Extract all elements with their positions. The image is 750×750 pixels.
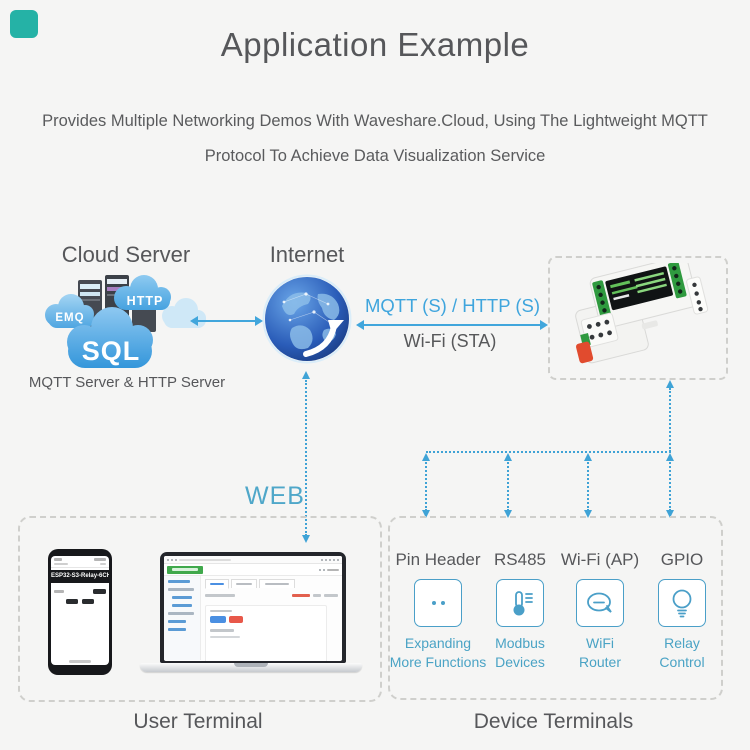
arrow-up-icon: [421, 453, 430, 461]
terminal-caption: WiFi: [586, 635, 614, 651]
user-terminal-label: User Terminal: [133, 710, 263, 733]
subtitle-line-2: Protocol To Achieve Data Visualization S…: [204, 147, 546, 165]
subtitle-line-1: Provides Multiple Networking Demos With …: [42, 112, 708, 130]
terminal-caption: Modbus: [495, 635, 545, 651]
terminal-caption: Relay: [664, 635, 700, 651]
pin-header-icon: [414, 579, 462, 627]
cloud-server-label: Cloud Server: [61, 242, 191, 267]
thermometer-icon: [496, 579, 544, 627]
emq-cloud-text: EMQ: [55, 312, 84, 324]
terminal-caption: Router: [578, 654, 622, 670]
terminal-label: Pin Header: [395, 550, 481, 569]
arrow-down-icon: [503, 510, 512, 518]
mqtt-http-label: MQTT (S) / HTTP (S): [364, 295, 541, 316]
laptop: [140, 552, 362, 679]
terminal-label: RS485: [494, 550, 546, 569]
device-photo-box: [548, 256, 728, 380]
web-app-sidebar: [164, 576, 201, 660]
internet-globe-icon: [262, 274, 352, 364]
laptop-base: [140, 663, 362, 672]
arrow-down-icon: [583, 510, 592, 518]
arrow-up-icon: [665, 380, 674, 388]
web-app-blue-button: [210, 616, 226, 623]
terminal-caption: More Functions: [389, 654, 487, 670]
drop-line-1: [425, 459, 427, 511]
cloud-internet-arrow: [197, 320, 257, 322]
drop-line-4: [669, 459, 671, 511]
arrow-up-icon: [665, 453, 674, 461]
phone-screen: ESP32-S3-Relay-6CH: [51, 556, 109, 665]
terminal-col-wifi-ap: Wi-Fi (AP) WiFi Router: [550, 550, 650, 672]
brand-corner-mark: [10, 10, 38, 38]
device-terminals-label: Device Terminals: [473, 710, 634, 733]
terminal-col-pin-header: Pin Header Expanding More Functions: [388, 550, 488, 672]
light-bulb-icon: [658, 579, 706, 627]
terminal-col-rs485: RS485 Modbus Devices: [470, 550, 570, 672]
smartphone: ESP32-S3-Relay-6CH: [48, 549, 112, 675]
user-terminal-box: [18, 516, 382, 702]
http-cloud-icon: [114, 275, 171, 310]
internet-device-arrow: [363, 324, 541, 326]
drop-line-2: [507, 459, 509, 511]
web-link-line: [305, 380, 307, 536]
browser-chrome: [164, 556, 342, 564]
arrow-right-icon: [540, 320, 548, 330]
arrow-down-icon: [301, 535, 310, 543]
web-app-content: [201, 576, 342, 661]
arrow-left-icon: [190, 316, 198, 326]
sql-cloud-text: SQL: [82, 336, 141, 366]
terminal-label: Wi-Fi (AP): [560, 550, 640, 569]
page-title: Application Example: [220, 26, 530, 63]
http-cloud-text: HTTP: [127, 294, 164, 308]
arrow-up-icon: [583, 453, 592, 461]
cloud-server-caption: MQTT Server & HTTP Server: [28, 374, 226, 391]
arrow-left-icon: [356, 320, 364, 330]
web-label: WEB: [245, 482, 305, 510]
wifi-sta-label: Wi-Fi (STA): [403, 331, 497, 351]
waveshare-cloud-logo: [167, 565, 203, 574]
phone-button: [82, 599, 94, 604]
terminal-caption: Devices: [495, 654, 545, 670]
web-app-red-button: [229, 616, 243, 623]
arrow-right-icon: [255, 316, 263, 326]
web-app-header: [164, 564, 342, 576]
phone-button: [66, 599, 78, 604]
emq-cloud-icon: [45, 294, 94, 328]
laptop-screen: [164, 556, 342, 661]
arrow-down-icon: [665, 510, 674, 518]
drop-line-3: [587, 459, 589, 511]
sql-cloud-icon: [67, 307, 153, 368]
cloud-server-icon: HTTP EMQ SQL: [45, 275, 206, 368]
chat-bubble-icon: [576, 579, 624, 627]
device-drop-line: [669, 388, 671, 452]
relay-module-photo: [575, 263, 709, 364]
device-terminals-box: [388, 516, 723, 700]
arrow-up-icon: [301, 371, 310, 379]
terminal-caption: Expanding: [404, 635, 472, 651]
terminal-label: GPIO: [660, 550, 704, 569]
phone-home-indicator: [69, 660, 91, 663]
phone-app-title: ESP32-S3-Relay-6CH: [51, 570, 109, 583]
terminal-caption: Control: [659, 654, 705, 670]
web-app-card: [205, 604, 327, 661]
internet-label: Internet: [269, 242, 345, 267]
arrow-down-icon: [421, 510, 430, 518]
terminal-col-gpio: GPIO Relay Control: [632, 550, 732, 672]
arrow-up-icon: [503, 453, 512, 461]
laptop-screen-bezel: [160, 552, 346, 663]
terminal-rail-line: [426, 451, 671, 453]
